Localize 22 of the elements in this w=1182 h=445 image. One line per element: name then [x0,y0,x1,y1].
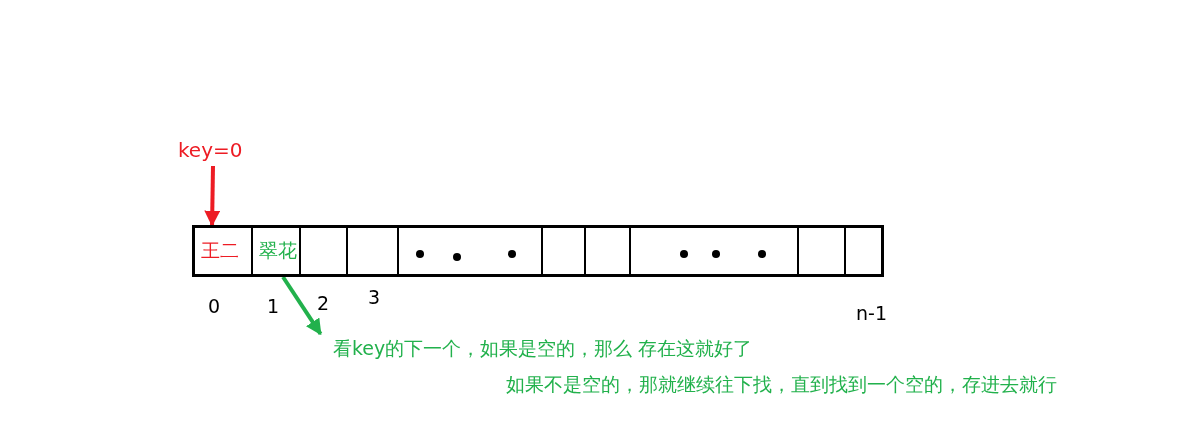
empty-array-cell [299,225,346,277]
index-label: 2 [317,292,330,314]
empty-array-cell [844,225,884,277]
cell-value: 王二 [201,238,239,263]
index-label: 3 [368,286,381,308]
array-cell [192,225,251,277]
arrow [281,275,323,336]
empty-array-cell [797,225,844,277]
arrow [204,165,221,227]
empty-array-cell [584,225,629,277]
note-text: 看key的下一个，如果是空的，那么 存在这就好了 [333,336,753,361]
array-cell [251,225,299,277]
cell-value: 翠花 [259,238,297,263]
empty-array-cell [397,225,541,277]
index-label: 0 [208,295,221,317]
index-label: n-1 [856,302,887,324]
empty-array-cell [346,225,397,277]
key-label: key=0 [178,138,243,162]
empty-array-cell [541,225,584,277]
empty-array-cell [629,225,797,277]
note-text: 如果不是空的，那就继续往下找，直到找到一个空的，存进去就行 [506,372,1057,397]
index-label: 1 [267,295,280,317]
